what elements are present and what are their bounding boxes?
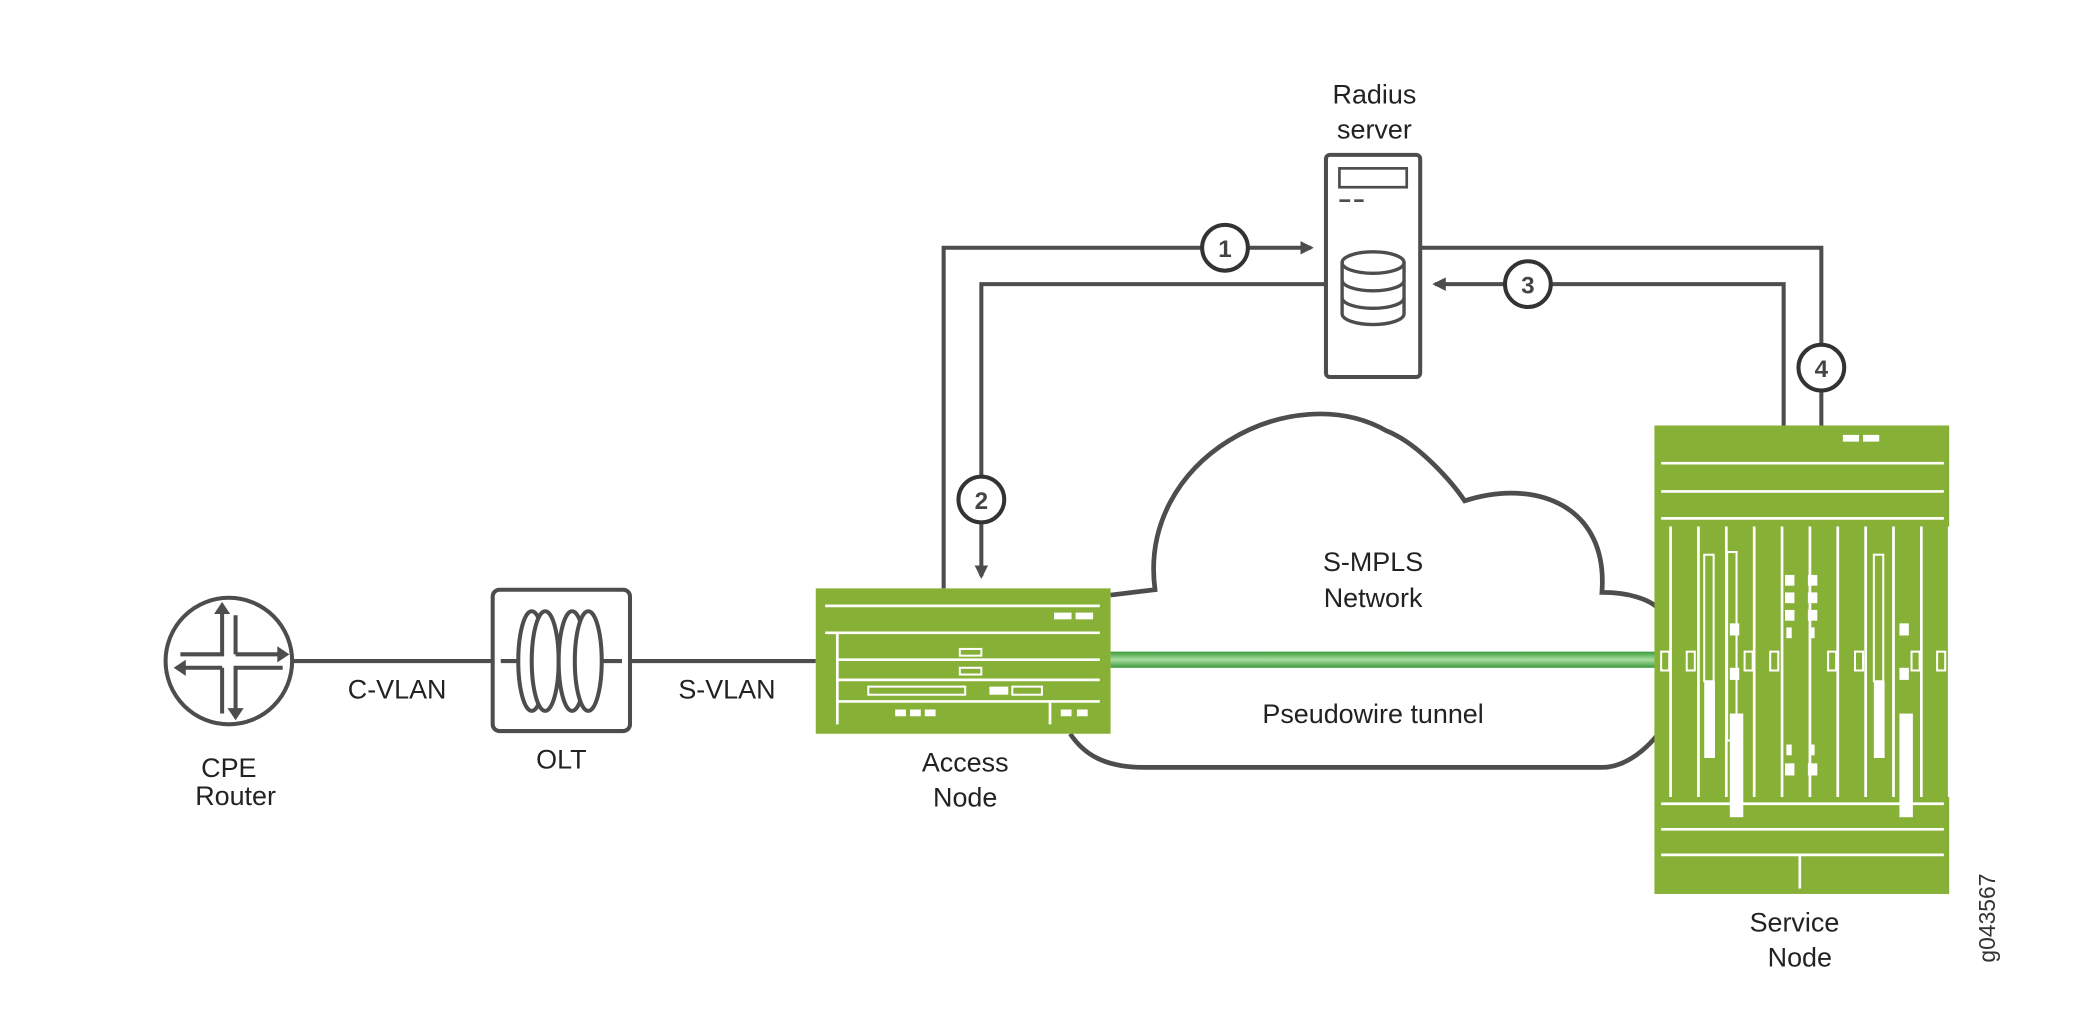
service-node-slot-detail (1729, 667, 1740, 680)
service-node-slot-detail (1827, 650, 1838, 672)
path-step-4 (1420, 245, 1824, 426)
svg-text:3: 3 (1521, 273, 1534, 300)
service-node-slot-detail (1743, 650, 1754, 672)
service-node-slot-detail (1807, 574, 1818, 586)
step-badge-1: 1 (1200, 222, 1250, 273)
cpe-label-line2: Router (195, 781, 276, 811)
cloud-label-line1: S-MPLS (1323, 547, 1423, 577)
service-node-slot-detail (1704, 681, 1715, 758)
figure-id: g043567 (1974, 874, 2000, 963)
step-badge-2: 2 (956, 474, 1007, 525)
service-node-icon (1654, 425, 2007, 894)
cpe-router-icon (163, 595, 295, 727)
service-node-slot-detail (1769, 650, 1780, 672)
service-node-slot-detail (1807, 609, 1818, 621)
olt-icon (490, 587, 633, 734)
olt-label: OLT (536, 745, 586, 775)
cpe-label-line1: CPE (201, 753, 256, 783)
c-vlan-label: C-VLAN (348, 675, 447, 705)
s-mpls-cloud (1068, 411, 1661, 770)
service-node-slot-detail (1809, 627, 1815, 639)
service-node-slot-detail (1660, 650, 1671, 672)
access-label-line2: Node (933, 782, 997, 812)
service-node-slot-detail (1807, 592, 1818, 604)
pseudowire-tunnel (1110, 651, 1658, 668)
service-label-line2: Node (1768, 943, 1832, 973)
path-step-1 (941, 241, 1314, 589)
path-step-3 (1432, 277, 1786, 426)
radius-server-icon (1323, 152, 1423, 380)
tunnel-label: Pseudowire tunnel (1262, 699, 1483, 729)
service-node-slot-detail (1785, 609, 1795, 621)
access-node-icon (815, 588, 1111, 734)
service-node-slot-detail (1785, 592, 1795, 604)
service-node-slot-detail (1936, 650, 1947, 672)
service-node-slot-detail (1785, 574, 1795, 586)
step-badge-3: 3 (1502, 259, 1553, 310)
service-node-slot-detail (1786, 744, 1792, 756)
service-node-slot-detail (1785, 763, 1795, 776)
service-node-slot-detail (1729, 623, 1740, 636)
radius-label-line2: server (1337, 115, 1412, 145)
cloud-label-line2: Network (1324, 583, 1423, 613)
service-label-line1: Service (1750, 908, 1840, 938)
service-node-slot-detail (1910, 650, 1921, 672)
svg-text:2: 2 (975, 488, 988, 515)
service-node-slot-detail (1899, 713, 1913, 818)
service-node-slot-detail (1899, 623, 1909, 636)
service-node-slot-detail (1853, 650, 1865, 672)
step-badge-4: 4 (1796, 342, 1847, 393)
svg-text:4: 4 (1815, 356, 1829, 383)
s-vlan-label: S-VLAN (678, 675, 775, 705)
access-label-line1: Access (922, 747, 1009, 777)
service-node-slot-detail (1807, 763, 1818, 776)
service-node-slot-detail (1786, 627, 1792, 639)
service-node-slot-detail (1809, 744, 1815, 756)
service-node-slot-detail (1873, 681, 1885, 758)
svg-text:1: 1 (1218, 236, 1231, 263)
service-node-slot-detail (1899, 667, 1909, 680)
service-node-slot-detail (1685, 650, 1696, 672)
radius-label-line1: Radius (1333, 80, 1417, 110)
